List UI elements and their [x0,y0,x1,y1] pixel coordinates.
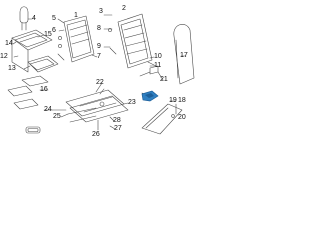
trim-cover-part [25,126,41,134]
callout-6: 6 [52,27,56,34]
callout-15: 15 [44,31,52,38]
callout-24: 24 [44,106,52,113]
callout-5: 5 [52,15,56,22]
leader-lines [12,14,187,131]
callout-19: 19 [169,97,177,104]
callout-13: 13 [8,65,16,72]
callout-18: 18 [178,97,186,104]
callout-20: 20 [178,114,186,121]
callout-14: 14 [5,40,13,47]
seat-back-frame-part [57,15,95,63]
callout-10: 10 [154,53,162,60]
parts-diagram: 1 2 3 4 5 6 7 8 9 10 11 12 13 14 15 16 1… [0,0,200,147]
seat-track-assembly-part [65,89,129,123]
callout-16: 16 [40,86,48,93]
callout-28: 28 [113,117,121,124]
seat-cushion-cover-part [27,55,59,73]
callout-25: 25 [53,113,61,120]
callout-12: 12 [0,53,8,60]
parts-diagram-drawing [7,6,195,135]
callout-7: 7 [97,53,101,60]
callout-1: 1 [74,12,78,19]
callout-17: 17 [180,52,188,59]
seat-pad-part [21,75,49,87]
callout-22: 22 [96,79,104,86]
callout-11: 11 [154,62,162,69]
side-pad-part [7,85,39,110]
callout-2: 2 [122,5,126,12]
callout-21: 21 [160,76,168,83]
seat-back-wire-frame-part [108,13,157,69]
seat-back-cover-part [11,29,53,73]
callout-26: 26 [92,131,100,138]
callout-8: 8 [97,25,101,32]
callout-27: 27 [114,125,122,132]
callout-4: 4 [32,15,36,22]
callout-3: 3 [99,8,103,15]
callout-9: 9 [97,43,101,50]
headrest-part [19,6,29,31]
callout-23: 23 [128,99,136,106]
side-shield-part [141,103,183,135]
highlighted-part [141,90,159,102]
screw-part [171,114,175,118]
seat-back-panel-part [173,24,195,85]
